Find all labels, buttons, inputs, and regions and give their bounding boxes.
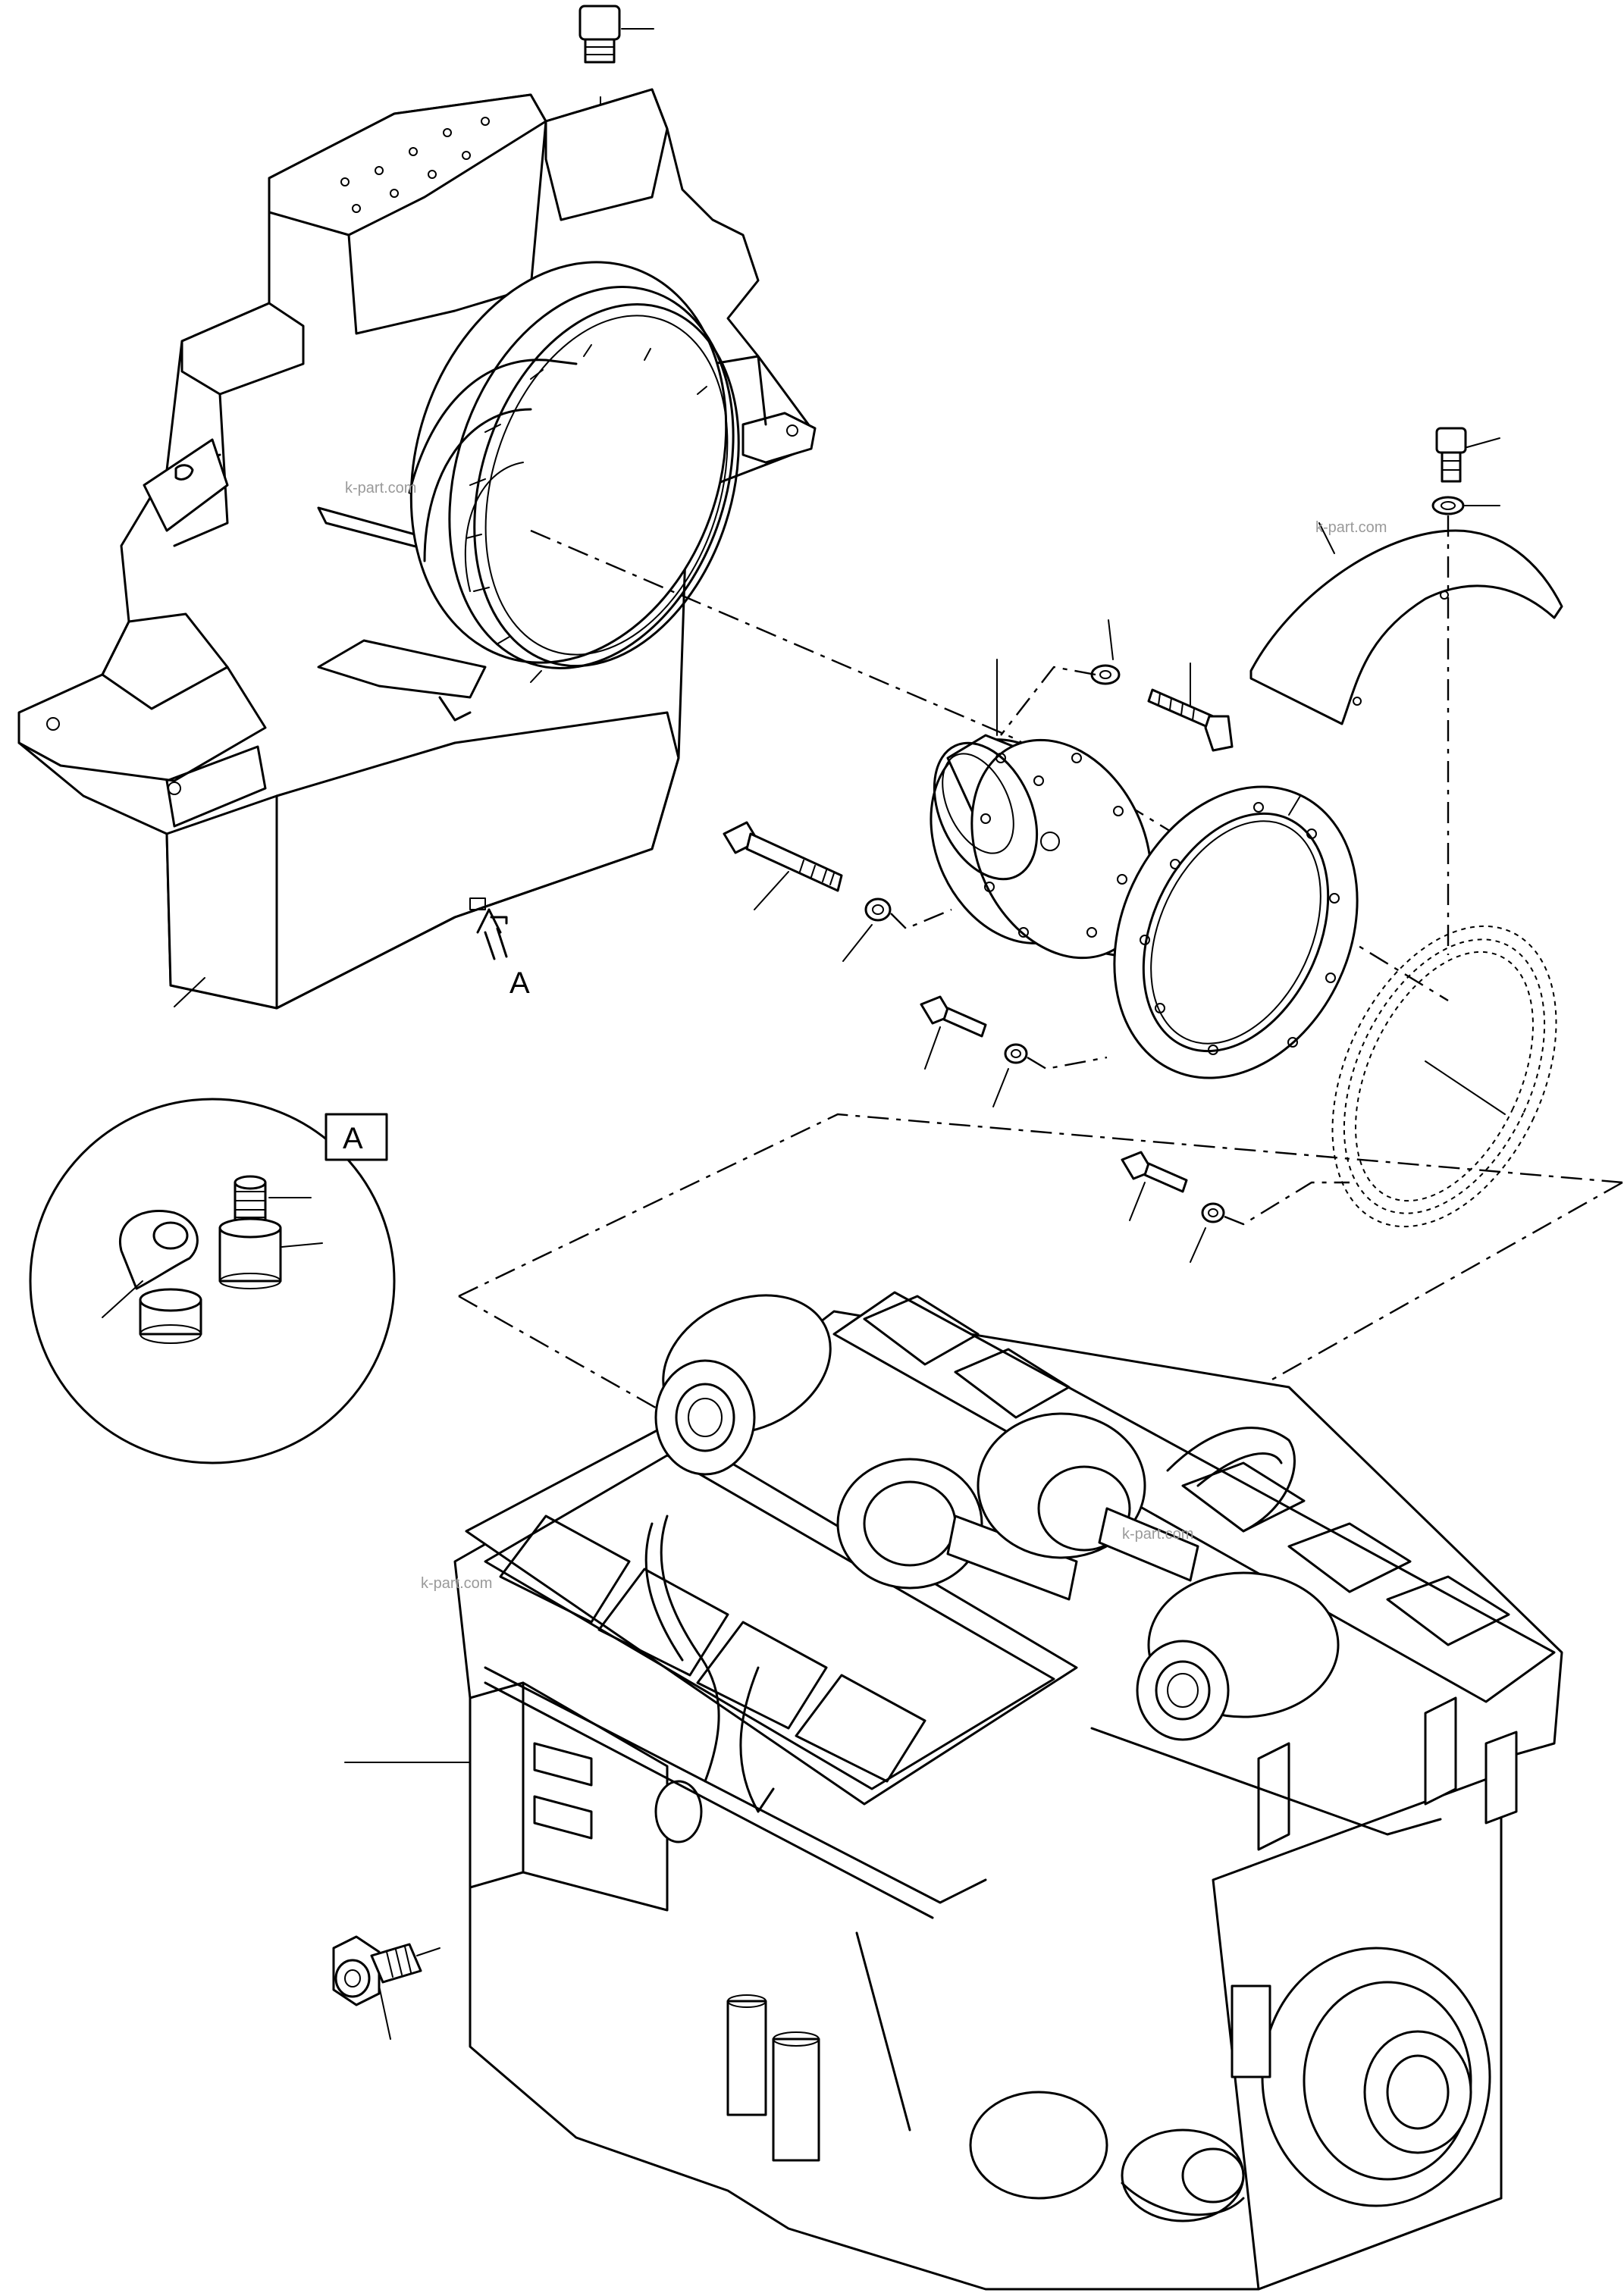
coupling-hub — [930, 659, 1152, 960]
turbocharger-left — [654, 1294, 832, 1476]
turbocharger-right — [1136, 1571, 1340, 1741]
watermark-3: k-part.com — [421, 1575, 492, 1592]
view-arrow-label: A — [509, 966, 530, 1000]
long-bolt — [723, 821, 952, 962]
engine-assembly — [344, 1291, 1563, 2291]
turbocharger-mid-right — [977, 1412, 1199, 1582]
flywheel-housing: A — [17, 88, 817, 1010]
bolt-upper-right — [1000, 619, 1234, 752]
guard-cover — [1249, 427, 1563, 955]
detail-box-label: A — [343, 1122, 363, 1155]
watermark-2: k-part.com — [1315, 519, 1387, 536]
bolt-lower-middle — [920, 995, 1108, 1107]
detail-view-a: A — [29, 1098, 396, 1464]
drain-plug-top — [578, 5, 654, 131]
watermark-4: k-part.com — [1122, 1526, 1193, 1543]
pressure-sensor-fitting — [332, 1935, 440, 2040]
adapter-ring — [1113, 785, 1359, 1079]
mounting-plane — [458, 1113, 1623, 1411]
flywheel-ring — [1331, 925, 1557, 1228]
watermark-1: k-part.com — [345, 480, 416, 496]
turbocharger-mid-left — [836, 1458, 1078, 1601]
bolt-lower-right — [1121, 1151, 1350, 1263]
